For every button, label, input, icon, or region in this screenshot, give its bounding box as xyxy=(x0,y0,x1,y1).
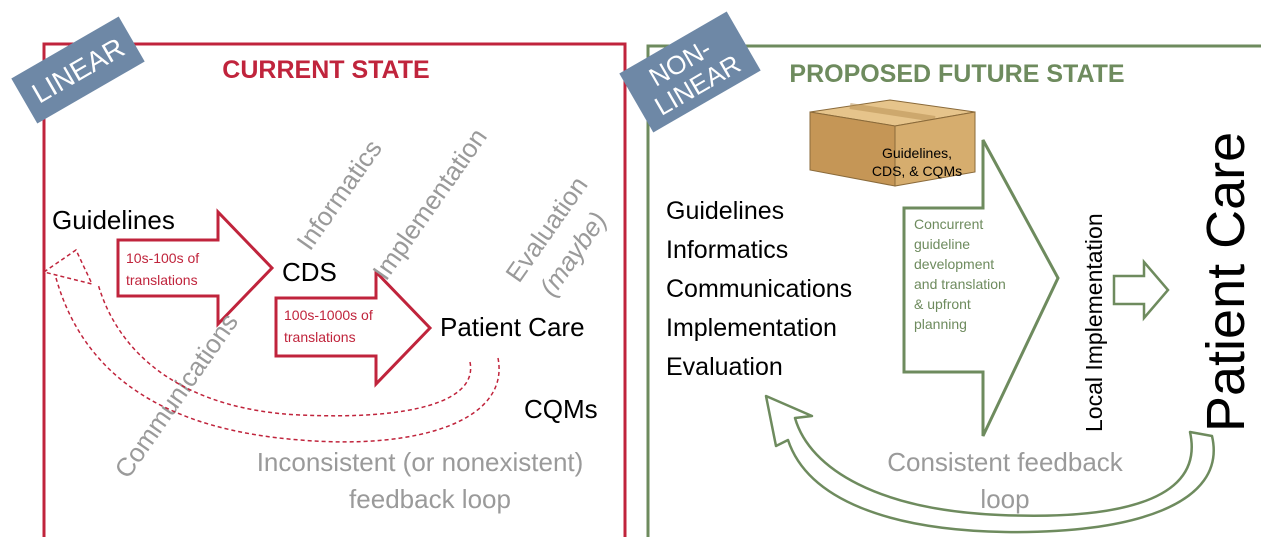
linear-tag: LINEAR xyxy=(11,16,145,124)
arrow1-label-line2: translations xyxy=(126,272,198,288)
future-patient-care: Patient Care xyxy=(1196,132,1256,432)
current-feedback-line2: feedback loop xyxy=(349,484,511,514)
future-state-title: PROPOSED FUTURE STATE xyxy=(789,60,1124,88)
diag-informatics: Informatics xyxy=(290,134,388,255)
future-feedback-line1: Consistent feedback xyxy=(887,447,1124,477)
future-list-item: Guidelines xyxy=(666,197,784,225)
future-list-item: Communications xyxy=(666,275,852,303)
current-state-title: CURRENT STATE xyxy=(222,56,429,84)
future-list-item: Informatics xyxy=(666,236,788,264)
arrow2-label-line2: translations xyxy=(284,329,356,345)
current-guidelines: Guidelines xyxy=(52,205,175,235)
box-front-face xyxy=(894,111,976,187)
current-cds: CDS xyxy=(282,257,337,287)
arrow-label-line: planning xyxy=(914,316,967,332)
arrow-label-line: Concurrent xyxy=(914,216,983,232)
concurrent-development-arrow xyxy=(902,139,1060,437)
box-icon xyxy=(809,99,976,187)
arrow-label-line: guideline xyxy=(914,236,970,252)
future-feedback-line2: loop xyxy=(980,484,1029,514)
future-list-item: Implementation xyxy=(666,314,837,342)
translation-arrow-2 xyxy=(274,268,433,388)
arrow-label-line: and translation xyxy=(914,276,1006,292)
box-label-line1: Guidelines, xyxy=(882,145,952,161)
future-list-item: Evaluation xyxy=(666,353,783,381)
arrow-label-line: development xyxy=(914,256,994,272)
current-panel-border xyxy=(42,42,627,537)
current-patient-care: Patient Care xyxy=(440,312,585,342)
nonlinear-tag: NON- LINEAR xyxy=(619,11,761,133)
current-state-panel: LINEAR CURRENT STATE Guidelines 10s-100s… xyxy=(11,16,627,537)
arrow2-label-line1: 100s-1000s of xyxy=(284,307,373,323)
arrow-label-line: & upfront xyxy=(914,296,971,312)
dashed-loop-arrowhead xyxy=(42,248,94,286)
dashed-feedback-loop-inner xyxy=(97,283,472,417)
future-panel-border xyxy=(646,44,1261,537)
box-label-line2: CDS, & CQMs xyxy=(872,163,962,179)
diag-implementation: Implementation xyxy=(366,123,493,286)
diag-communications: Communications xyxy=(108,308,244,484)
dashed-feedback-loop-outer xyxy=(55,277,500,443)
local-implementation: Local Implementation xyxy=(1081,213,1107,432)
small-arrow xyxy=(1112,258,1170,322)
current-cqms: CQMs xyxy=(524,394,598,424)
translation-arrow-1 xyxy=(116,208,275,328)
future-state-panel: NON- LINEAR PROPOSED FUTURE STATE Guidel… xyxy=(619,11,1261,537)
future-list: GuidelinesInformaticsCommunicationsImple… xyxy=(666,197,852,381)
current-feedback-line1: Inconsistent (or nonexistent) xyxy=(257,447,584,477)
arrow-label: Concurrent guideline development and transl… xyxy=(914,216,1006,332)
arrow1-label-line1: 10s-100s of xyxy=(126,250,199,266)
feedback-loop-arrow xyxy=(764,394,1215,534)
